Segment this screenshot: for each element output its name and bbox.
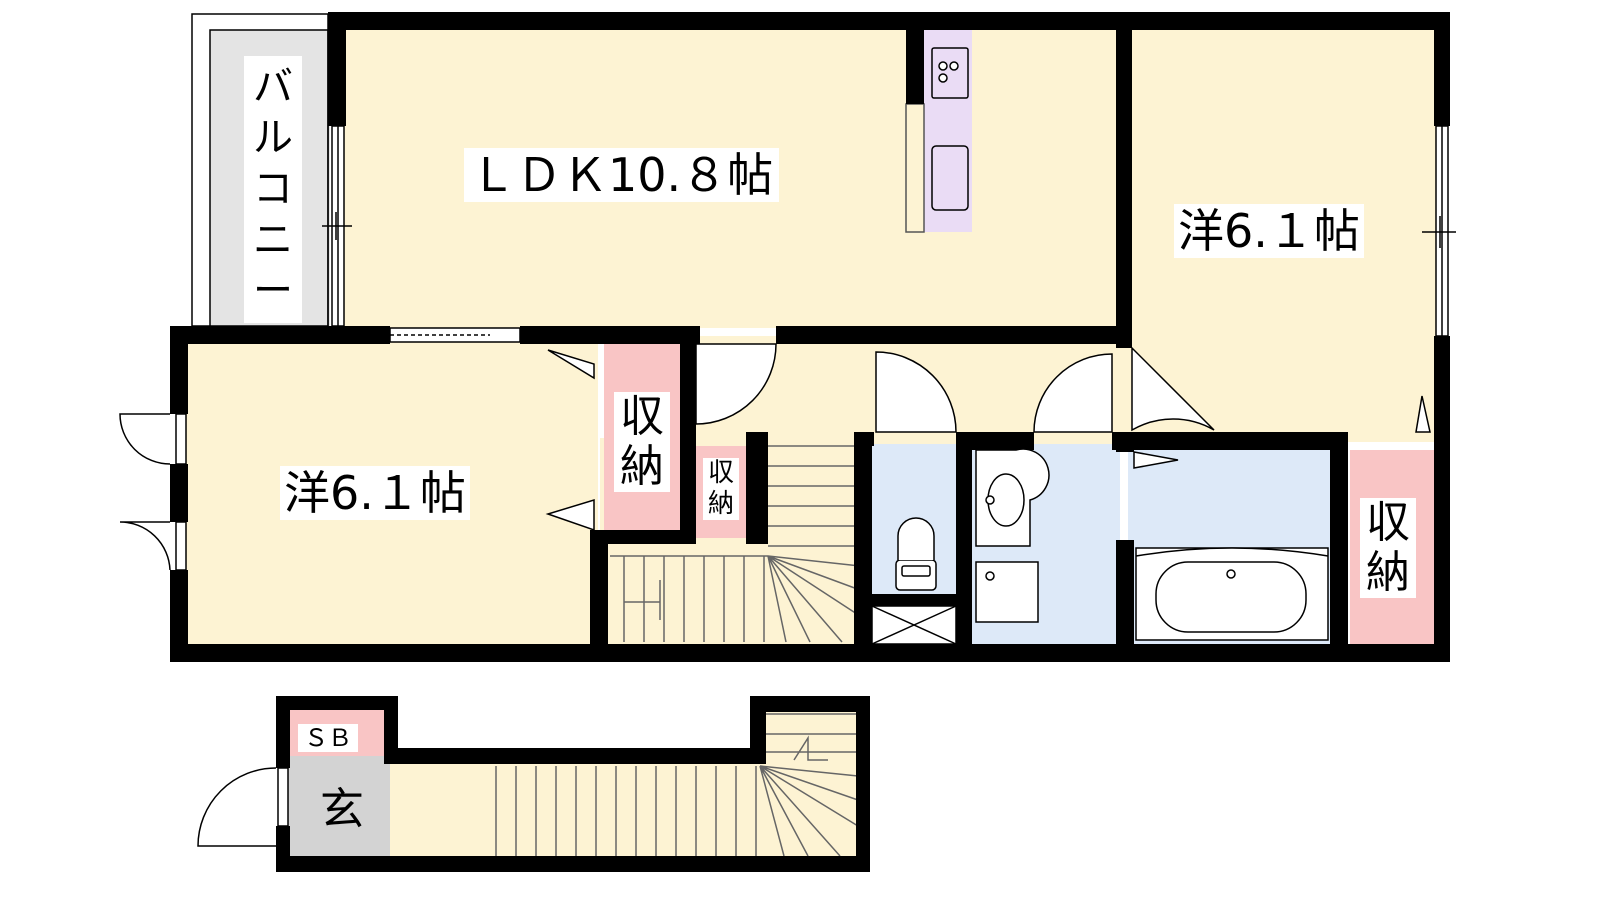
windows <box>175 125 1456 827</box>
kitchen-sink <box>931 145 969 211</box>
room-label-shoe-box: ＳＢ <box>298 724 358 752</box>
stove <box>931 47 969 99</box>
walls <box>170 12 1450 872</box>
room-label-entrance: 玄 <box>316 786 368 834</box>
toilet <box>895 517 937 591</box>
kitchen-side-counter <box>905 103 925 233</box>
stairs-lower-landing <box>760 702 862 862</box>
room-label-storage-left: 収納 <box>614 392 670 492</box>
washbasin <box>975 448 1050 547</box>
balcony-inner-outline <box>209 29 329 329</box>
room-label-storage-small: 収納 <box>703 458 739 520</box>
stairs-lower <box>495 713 859 857</box>
washing-machine <box>975 561 1039 623</box>
room-label-western-right: 洋6.１帖 <box>1174 204 1364 258</box>
room-label-western-left: 洋6.１帖 <box>280 466 470 520</box>
doors <box>119 343 1431 847</box>
bathtub <box>1135 547 1329 641</box>
room-label-balcony: バルコニー <box>244 56 302 323</box>
room-label-ldk: ＬＤＫ10.８帖 <box>464 148 780 202</box>
room-label-storage-right: 収納 <box>1360 498 1416 598</box>
toilet-storage <box>871 605 957 645</box>
stairs-upper <box>610 445 861 643</box>
